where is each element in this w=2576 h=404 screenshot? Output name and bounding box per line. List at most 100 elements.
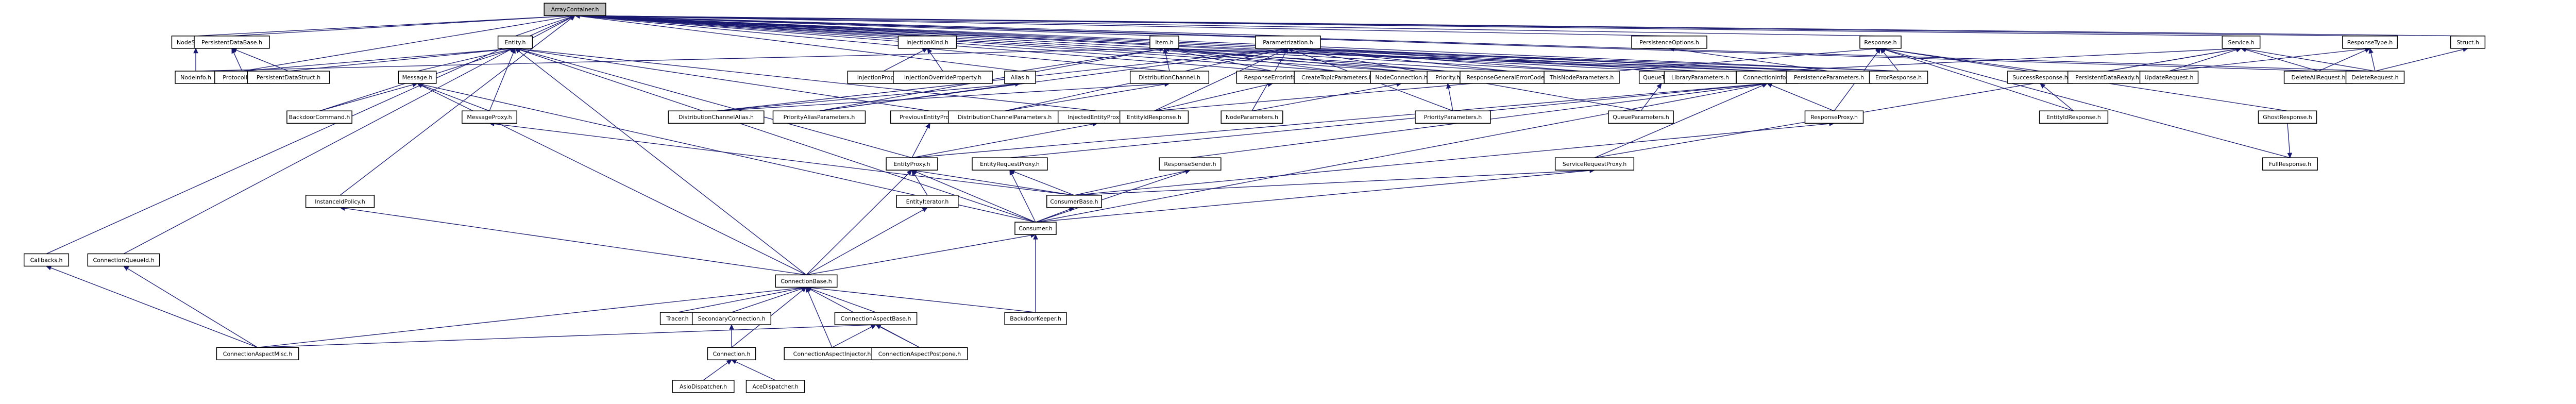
node-service[interactable]: Service.h <box>2222 36 2261 49</box>
node-distributionchannel[interactable]: DistributionChannel.h <box>1129 71 1210 84</box>
node-responsesender[interactable]: ResponseSender.h <box>1159 157 1222 171</box>
node-entityidresponse2[interactable]: EntityIdResponse.h <box>2039 110 2109 124</box>
node-deleteallrequest[interactable]: DeleteAllRequest.h <box>2283 71 2353 84</box>
node-label: ArrayContainer.h <box>551 6 599 13</box>
node-connectionqueueid[interactable]: ConnectionQueueId.h <box>87 253 160 267</box>
node-label: ThisNodeParameters.h <box>1549 74 1614 81</box>
node-label: ConnectionAspectBase.h <box>841 315 911 322</box>
node-responsetype[interactable]: ResponseType.h <box>2342 36 2398 49</box>
edge-deleterequest-to-arraycontainer <box>574 13 2376 72</box>
node-injectionkind[interactable]: InjectionKind.h <box>897 36 957 49</box>
node-label: LibraryParameters.h <box>1671 74 1729 81</box>
node-deleterequest[interactable]: DeleteRequest.h <box>2345 71 2405 84</box>
node-consumerbase[interactable]: ConsumerBase.h <box>1046 195 1102 208</box>
edge-entityproxy-to-previousentityproxy <box>911 123 930 158</box>
node-connectionaspectinjector[interactable]: ConnectionAspectInjector.h <box>784 347 880 361</box>
node-queueparameters[interactable]: QueueParameters.h <box>1608 110 1674 124</box>
node-item[interactable]: Item.h <box>1149 36 1179 49</box>
node-ghostresponse[interactable]: GhostResponse.h <box>2258 110 2317 124</box>
node-instanceidpolicy[interactable]: InstanceIdPolicy.h <box>305 195 375 208</box>
node-successresponse[interactable]: SuccessResponse.h <box>2007 71 2073 84</box>
node-backdoorcommand[interactable]: BackdoorCommand.h <box>286 110 352 124</box>
node-asiodispatcher[interactable]: AsioDispatcher.h <box>672 380 735 393</box>
node-persistentdatastruct[interactable]: PersistentDataStruct.h <box>247 71 330 84</box>
node-struct[interactable]: Struct.h <box>2450 36 2486 49</box>
node-connection[interactable]: Connection.h <box>707 347 756 361</box>
node-box <box>772 110 866 124</box>
node-response[interactable]: Response.h <box>1859 36 1902 49</box>
node-distributionchannelalias[interactable]: DistributionChannelAlias.h <box>668 110 765 124</box>
node-box <box>23 253 70 267</box>
node-injectionoverrideproperty[interactable]: InjectionOverrideProperty.h <box>893 71 993 84</box>
node-nodeinfo[interactable]: NodeInfo.h <box>175 71 217 84</box>
edge-acedispatcher-to-connection <box>731 359 776 381</box>
node-label: AsioDispatcher.h <box>680 383 727 390</box>
node-label: Priority.h <box>1435 74 1460 81</box>
node-entityrequestproxy[interactable]: EntityRequestProxy.h <box>972 157 1048 171</box>
node-persistenceoptions[interactable]: PersistenceOptions.h <box>1631 36 1707 49</box>
edge-backdoorkeeper-to-connectionbase <box>805 285 1036 313</box>
node-consumer[interactable]: Consumer.h <box>1014 222 1057 235</box>
node-parametrization[interactable]: Parametrization.h <box>1255 36 1321 49</box>
edge-entityidresponse2-to-successresponse <box>2040 83 2074 111</box>
node-acedispatcher[interactable]: AceDispatcher.h <box>745 380 805 393</box>
node-errorresponse[interactable]: ErrorResponse.h <box>1869 71 1928 84</box>
node-persistentdatabase[interactable]: PersistentDataBase.h <box>194 36 270 49</box>
node-label: EntityIdResponse.h <box>1127 114 1181 121</box>
node-priorityparameters[interactable]: PriorityParameters.h <box>1415 110 1491 124</box>
node-messageproxy[interactable]: MessageProxy.h <box>462 110 517 124</box>
node-secondaryconnection[interactable]: SecondaryConnection.h <box>691 312 772 325</box>
edge-errorresponse-to-response <box>1880 47 1899 72</box>
node-arraycontainer[interactable]: ArrayContainer.h <box>544 3 606 16</box>
node-priorityaliasparameters[interactable]: PriorityAliasParameters.h <box>772 110 866 124</box>
node-callbacks[interactable]: Callbacks.h <box>23 253 70 267</box>
edge-connectionaspectmisc-to-connectionqueueid <box>123 265 258 348</box>
node-nodeparameters[interactable]: NodeParameters.h <box>1221 110 1283 124</box>
node-distributionchannelparameters[interactable]: DistributionChannelParameters.h <box>947 110 1062 124</box>
node-thisnodeparameters[interactable]: ThisNodeParameters.h <box>1544 71 1620 84</box>
node-persistenceparameters[interactable]: PersistenceParameters.h <box>1786 71 1872 84</box>
node-responseproxy[interactable]: ResponseProxy.h <box>1804 110 1864 124</box>
node-box <box>871 347 968 361</box>
node-persistentdataready[interactable]: PersistentDataReady.h <box>2067 71 2147 84</box>
node-entityiterator[interactable]: EntityIterator.h <box>896 195 959 208</box>
node-alias[interactable]: Alias.h <box>1004 71 1036 84</box>
node-message[interactable]: Message.h <box>398 71 437 84</box>
node-box <box>1608 110 1674 124</box>
node-label: EntityIterator.h <box>906 198 949 205</box>
node-box <box>1159 157 1222 171</box>
node-libraryparameters[interactable]: LibraryParameters.h <box>1664 71 1737 84</box>
node-nodeconnection[interactable]: NodeConnection.h <box>1370 71 1433 84</box>
node-entityproxy[interactable]: EntityProxy.h <box>886 157 938 171</box>
node-connectionaspectpostpone[interactable]: ConnectionAspectPostpone.h <box>871 347 968 361</box>
node-box <box>659 312 696 325</box>
edge-connectionqueueid-to-arraycontainer <box>123 15 576 255</box>
node-fullresponse[interactable]: FullResponse.h <box>2262 157 2318 171</box>
node-connectionaspectmisc[interactable]: ConnectionAspectMisc.h <box>216 347 299 361</box>
node-box <box>947 110 1062 124</box>
edge-ghostresponse-to-fullresponse <box>2287 123 2293 159</box>
node-servicerequestproxy[interactable]: ServiceRequestProxy.h <box>1554 157 1635 171</box>
node-updaterequest[interactable]: UpdateRequest.h <box>2139 71 2199 84</box>
node-box <box>707 347 756 361</box>
node-box <box>2345 71 2405 84</box>
node-label: AceDispatcher.h <box>752 383 798 390</box>
node-label: SuccessResponse.h <box>2012 74 2068 81</box>
node-label: ResponseType.h <box>2347 39 2393 46</box>
node-createtopicparameters[interactable]: CreateTopicParameters.h <box>1294 71 1380 84</box>
node-entity[interactable]: Entity.h <box>497 36 533 49</box>
node-entityidresponse[interactable]: EntityIdResponse.h <box>1119 110 1189 124</box>
node-label: ConnectionInfo.h <box>1743 74 1791 81</box>
node-responsegeneralerrorcodes[interactable]: ResponseGeneralErrorCodes.h <box>1460 71 1560 84</box>
node-label: NodeInfo.h <box>180 74 211 81</box>
node-connectionbase[interactable]: ConnectionBase.h <box>775 274 838 288</box>
node-label: NodeParameters.h <box>1226 114 1278 121</box>
node-box <box>668 110 765 124</box>
node-label: PersistenceParameters.h <box>1794 74 1864 81</box>
node-backdoorkeeper[interactable]: BackdoorKeeper.h <box>1004 312 1067 325</box>
edges-layer <box>45 13 2469 381</box>
node-tracer[interactable]: Tracer.h <box>659 312 696 325</box>
node-label: Callbacks.h <box>30 257 63 263</box>
node-label: Service.h <box>2228 39 2254 46</box>
node-connectionaspectbase[interactable]: ConnectionAspectBase.h <box>834 312 918 325</box>
